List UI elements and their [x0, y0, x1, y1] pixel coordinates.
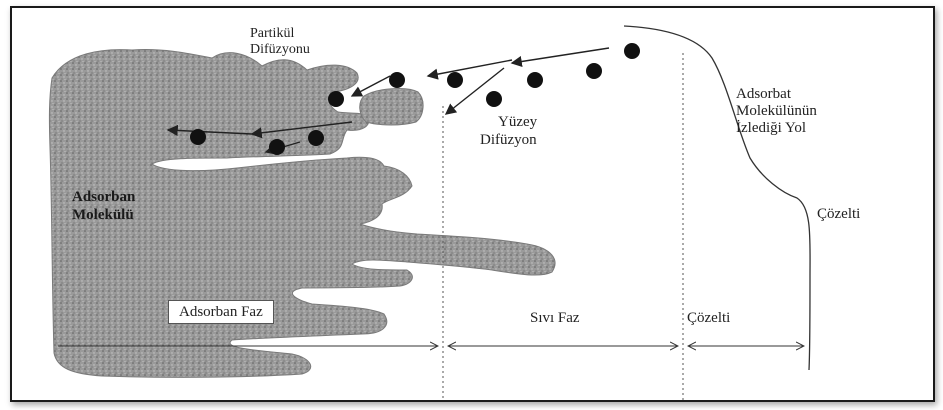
adsorbent-molecule-line1: Adsorban — [72, 188, 135, 206]
adsorbate-dot — [447, 72, 463, 88]
adsorbate-path-line1: Adsorbat — [736, 86, 817, 103]
adsorbate-dot — [269, 139, 285, 155]
adsorbate-dot — [486, 91, 502, 107]
particle-diffusion-line1: Partikül — [250, 26, 310, 42]
adsorbate-dot — [190, 129, 206, 145]
adsorbate-dot — [586, 63, 602, 79]
adsorbate-path-line2: Molekülünün — [736, 103, 817, 120]
adsorbate-dot — [328, 91, 344, 107]
solution-lower-text: Çözelti — [687, 310, 730, 326]
label-surface-diffusion: Yüzey Difüzyon — [480, 113, 537, 149]
adsorbate-dot — [389, 72, 405, 88]
particle-diffusion-line2: Difüzyonu — [250, 42, 310, 58]
arrow-1 — [512, 48, 609, 63]
label-solution-lower: Çözelti — [687, 310, 730, 326]
adsorbate-dot — [308, 130, 324, 146]
adsorbent-phase-text: Adsorban Faz — [179, 304, 263, 320]
label-adsorbent-phase: Adsorban Faz — [168, 300, 274, 324]
label-adsorbent-molecule: Adsorban Molekülü — [72, 188, 135, 224]
label-liquid-phase: Sıvı Faz — [530, 310, 580, 326]
solution-upper-text: Çözelti — [817, 206, 860, 222]
label-adsorbate-path: Adsorbat Molekülünün İzlediği Yol — [736, 86, 817, 137]
adsorbent-fragment — [360, 89, 423, 125]
adsorbent-molecule-line2: Molekülü — [72, 206, 135, 224]
surface-diffusion-line2: Difüzyon — [480, 131, 537, 149]
liquid-phase-text: Sıvı Faz — [530, 310, 580, 326]
diagram-canvas — [12, 8, 933, 400]
label-particle-diffusion: Partikül Difüzyonu — [250, 26, 310, 58]
diagram-frame: Partikül Difüzyonu Yüzey Difüzyon Adsorb… — [10, 6, 935, 402]
adsorbate-dot — [624, 43, 640, 59]
adsorbate-path-line3: İzlediği Yol — [736, 120, 817, 137]
adsorbate-dot — [527, 72, 543, 88]
arrow-2 — [428, 60, 512, 76]
label-solution-upper: Çözelti — [817, 206, 860, 222]
surface-diffusion-line1: Yüzey — [480, 113, 537, 131]
